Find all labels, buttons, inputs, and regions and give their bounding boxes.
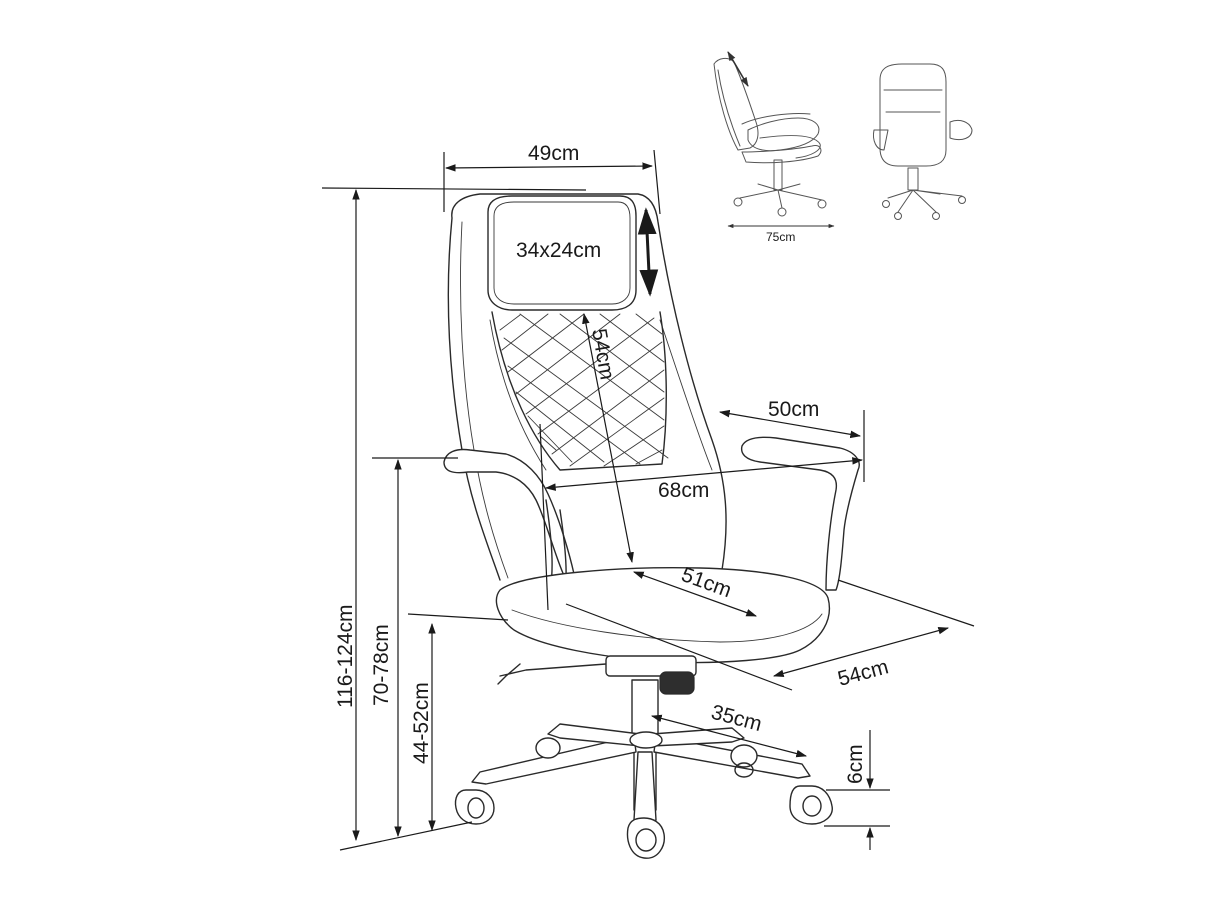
quilted-panel-outline <box>491 311 667 471</box>
label-recline-width: 75cm <box>766 230 795 244</box>
label-caster-height: 6cm <box>844 744 867 784</box>
mechanism-knob <box>659 671 695 695</box>
dimension-lines <box>321 149 975 851</box>
label-overall-width: 49cm <box>528 142 579 165</box>
label-seat-depth: 54cm <box>835 655 891 691</box>
caster-left <box>454 789 495 825</box>
back-view-thumbnail <box>873 63 973 220</box>
caster-right <box>789 785 833 825</box>
label-armrest-height: 70-78cm <box>370 624 393 706</box>
quilted-diamond-pattern <box>499 313 669 467</box>
headrest-seam <box>493 201 631 305</box>
label-seat-height: 44-52cm <box>410 682 433 764</box>
label-armrest-width: 68cm <box>658 479 709 502</box>
right-armrest <box>740 436 860 591</box>
backrest-inner-edge <box>460 221 509 579</box>
caster-back-left <box>535 737 561 759</box>
seat-mechanism <box>605 655 697 677</box>
gas-lift-cylinder <box>631 679 659 741</box>
recline-side-view-thumbnail: 75cm <box>713 51 835 244</box>
label-armrest-depth: 50cm <box>768 398 819 421</box>
caster-front <box>626 817 665 859</box>
label-total-height: 116-124cm <box>334 604 357 708</box>
star-base <box>471 723 811 827</box>
left-armrest <box>443 448 575 581</box>
label-backrest-height: 54cm <box>587 327 619 382</box>
label-headrest: 34x24cm <box>516 239 601 262</box>
headrest-pillow <box>487 195 637 311</box>
tilt-lever <box>497 663 607 685</box>
chair-drawing <box>443 193 860 859</box>
caster-back-right <box>730 744 758 778</box>
